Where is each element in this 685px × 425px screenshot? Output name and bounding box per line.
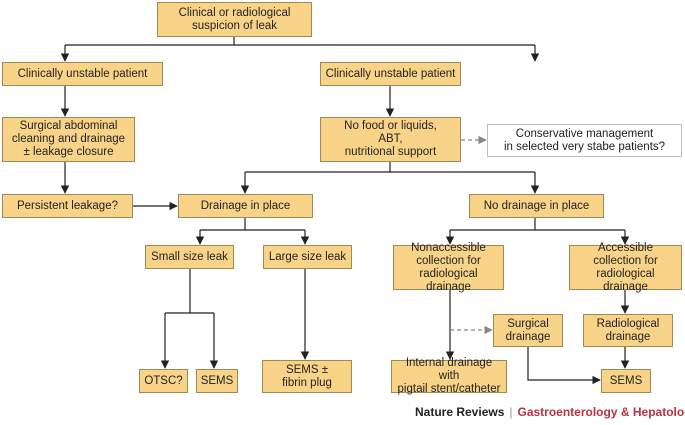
node-no-drainage: No drainage in place xyxy=(469,194,604,218)
node-sems-fibrin: SEMS ± fibrin plug xyxy=(262,360,352,393)
node-small-leak: Small size leak xyxy=(145,245,234,269)
node-persistent: Persistent leakage? xyxy=(2,194,133,218)
node-sems-small: SEMS xyxy=(196,369,238,393)
node-surgical-drainage: Surgical drainage xyxy=(493,314,563,347)
footer-credit: Nature Reviews | Gastroenterology & Hepa… xyxy=(415,404,685,420)
node-sems-final: SEMS xyxy=(601,369,651,393)
node-conservative: Conservative management in selected very… xyxy=(487,124,682,157)
node-internal-drainage: Internal drainage with pigtail stent/cat… xyxy=(391,357,507,395)
footer-journal: Nature Reviews xyxy=(415,405,505,419)
node-drainage-in-place: Drainage in place xyxy=(178,194,313,218)
footer-separator: | xyxy=(509,405,513,419)
node-radiological-drainage: Radiological drainage xyxy=(583,314,673,347)
node-otsc: OTSC? xyxy=(139,369,188,393)
node-suspicion: Clinical or radiological suspicion of le… xyxy=(157,2,312,37)
node-large-leak: Large size leak xyxy=(263,245,352,269)
node-accessible: Accessible collection for radiological d… xyxy=(569,242,682,293)
node-nonaccessible: Nonaccessible collection for radiologica… xyxy=(393,242,504,293)
edge-surgical-to-sems xyxy=(527,347,601,385)
footer-section: Gastroenterology & Hepatology xyxy=(517,405,685,419)
node-unstable-left: Clinically unstable patient xyxy=(2,62,163,86)
node-no-food: No food or liquids, ABT, nutritional sup… xyxy=(320,117,461,162)
node-unstable-right: Clinically unstable patient xyxy=(320,62,461,86)
node-surgical-cleaning: Surgical abdominal cleaning and drainage… xyxy=(2,117,135,162)
